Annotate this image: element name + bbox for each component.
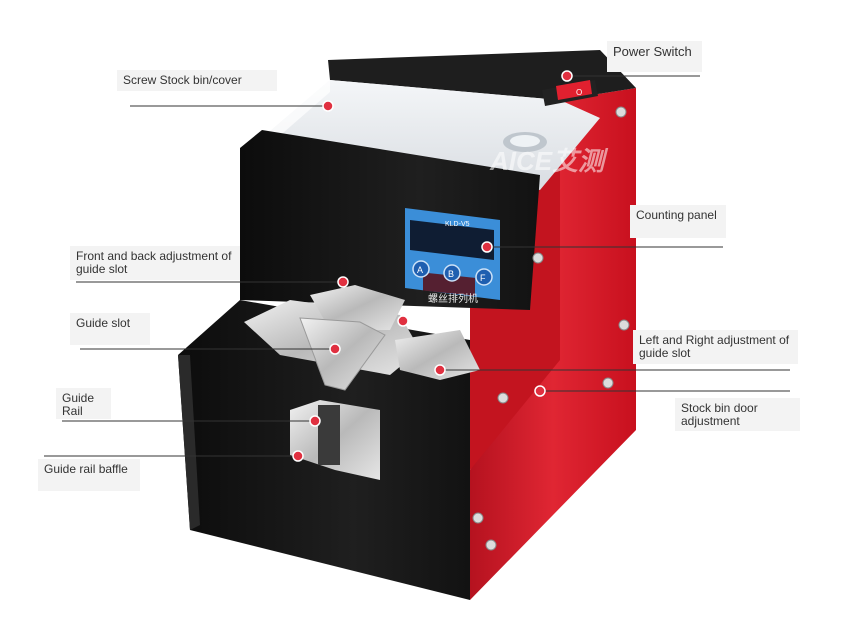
label-guide-slot: Guide slot [70, 313, 150, 345]
leader-lines [44, 75, 790, 457]
switch-mark: O [576, 88, 582, 97]
label-left-right-adjustment: Left and Right adjustment of guide slot [633, 330, 798, 364]
panel-model-label: KLD-V5 [445, 221, 470, 228]
label-stock-bin-door: Stock bin door adjustment [675, 398, 800, 431]
label-guide-rail: Guide Rail [56, 388, 111, 419]
side-screws [472, 106, 630, 551]
label-screw-stock-bin: Screw Stock bin/cover [117, 70, 277, 91]
front-chinese-text: 螺丝排列机 [428, 292, 478, 305]
label-counting-panel: Counting panel [630, 205, 726, 238]
brand-watermark: AICE艾测 [489, 146, 609, 176]
stock-bin-lid [262, 80, 600, 190]
callout-markers [292, 70, 573, 462]
guide-mechanism [244, 285, 480, 480]
label-front-back-adjustment: Front and back adjustment of guide slot [70, 246, 240, 280]
control-panel [405, 208, 500, 300]
panel-button-b-label: B [448, 269, 454, 279]
label-guide-rail-baffle: Guide rail baffle [38, 459, 140, 491]
panel-button-a-label: A [417, 265, 423, 275]
power-switch-rocker: O [542, 80, 598, 106]
panel-button-f-label: F [480, 273, 486, 283]
label-power-switch: Power Switch [607, 41, 702, 72]
